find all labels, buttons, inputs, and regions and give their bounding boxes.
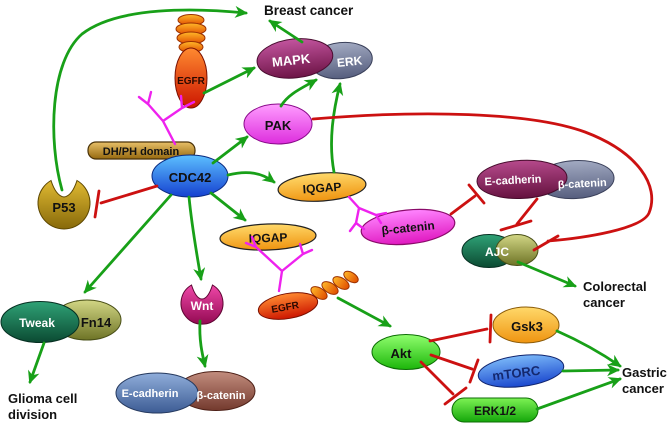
node-beta-catenin-bottom-label: β-catenin bbox=[197, 390, 246, 402]
arrow-cdc42-pak bbox=[211, 135, 249, 165]
label-breast-cancer: Breast cancer bbox=[264, 3, 354, 18]
node-e-cadherin-bottom-label: E-cadherin bbox=[122, 388, 179, 400]
label-gastric-cancer-line2: cancer bbox=[622, 381, 664, 396]
node-ajc: AJC bbox=[461, 234, 539, 268]
node-egfr-top: EGFR bbox=[174, 14, 208, 109]
arrow-ajc-colorectal bbox=[516, 260, 577, 288]
node-egfr-top-label: EGFR bbox=[177, 76, 206, 87]
arrow-cdc42-wnt bbox=[187, 195, 206, 281]
node-beta-catenin-free: β-catenin bbox=[360, 208, 456, 246]
arrow-erk12-gastric bbox=[535, 377, 622, 411]
inhibit-pak-ajc bbox=[311, 112, 654, 252]
node-tweak-label: Tweak bbox=[19, 316, 55, 330]
linker-iqgap-egfr bbox=[244, 235, 314, 293]
node-akt-label: Akt bbox=[391, 346, 413, 361]
inhibit-akt-mtorc bbox=[429, 353, 480, 384]
linker-iqgap-bcatenin bbox=[347, 195, 388, 233]
node-iqgap-lower: IQGAP bbox=[219, 223, 317, 251]
arrow-cdc42-iqgap-upper bbox=[226, 170, 276, 184]
node-p53-label: P53 bbox=[52, 200, 75, 215]
linker-dhph-egfr bbox=[137, 90, 196, 146]
inhibit-bcatenin-ecadherin bbox=[449, 183, 486, 216]
inhibit-ecadherin-ajc bbox=[499, 197, 539, 232]
node-erk-label: ERK bbox=[336, 53, 363, 70]
arrow-mapk-breast-cancer bbox=[268, 19, 304, 44]
node-iqgap-upper: IQGAP bbox=[277, 172, 367, 202]
node-e-cadherin-top-label: E-cadherin bbox=[484, 173, 542, 188]
node-tweak-fn14: Tweak Fn14 bbox=[0, 299, 122, 343]
node-fn14-label: Fn14 bbox=[81, 315, 112, 330]
node-akt: Akt bbox=[371, 334, 441, 370]
node-ecadherin-bcatenin-bottom: E-cadherin β-catenin bbox=[115, 371, 256, 414]
arrow-egfr-mapk bbox=[202, 66, 256, 95]
node-cdc42-label: CDC42 bbox=[169, 170, 212, 185]
arrow-pak-erk bbox=[279, 78, 318, 108]
node-erk12: ERK1/2 bbox=[451, 397, 539, 423]
inhibit-akt-erk12 bbox=[419, 360, 468, 406]
node-iqgap-upper-label: IQGAP bbox=[302, 180, 342, 197]
node-beta-catenin-top-label: β-catenin bbox=[558, 177, 608, 192]
binding-linkers bbox=[137, 90, 388, 293]
node-gsk3: Gsk3 bbox=[492, 306, 560, 344]
node-dhph-domain: DH/PH domain bbox=[87, 141, 196, 160]
label-colorectal-cancer-line1: Colorectal bbox=[583, 279, 647, 294]
node-mapk-erk: MAPK ERK bbox=[256, 38, 373, 80]
node-mtorc-label: mTORC bbox=[491, 363, 541, 384]
arrow-iqgap-erk bbox=[330, 82, 344, 174]
node-pak-label: PAK bbox=[265, 118, 292, 133]
arrow-tweak-glioma bbox=[28, 341, 46, 384]
node-egfr-mid-label: EGFR bbox=[271, 300, 301, 316]
node-mapk-label: MAPK bbox=[271, 51, 311, 70]
arrow-egfr-akt bbox=[336, 296, 392, 328]
label-glioma-division-line2: division bbox=[8, 407, 57, 422]
arrow-gsk3-gastric bbox=[555, 329, 622, 368]
inhibition-lines bbox=[93, 112, 654, 406]
arrow-cdc42-tweak bbox=[83, 193, 173, 294]
node-mtorc: mTORC bbox=[477, 354, 565, 388]
node-iqgap-lower-label: IQGAP bbox=[248, 230, 287, 245]
node-ajc-label: AJC bbox=[485, 245, 509, 259]
label-colorectal-cancer-line2: cancer bbox=[583, 295, 625, 310]
node-egfr-mid: EGFR bbox=[257, 270, 359, 320]
node-beta-catenin-free-label: β-catenin bbox=[381, 218, 436, 237]
node-erk12-label: ERK1/2 bbox=[474, 404, 516, 418]
node-p53: P53 bbox=[37, 179, 91, 230]
node-wnt: Wnt bbox=[180, 284, 224, 325]
inhibit-akt-gsk3 bbox=[428, 313, 493, 344]
arrow-wnt-ecadherin bbox=[196, 319, 209, 368]
node-dhph-domain-label: DH/PH domain bbox=[103, 146, 180, 158]
label-glioma-division-line1: Glioma cell bbox=[8, 391, 77, 406]
node-ecadherin-bcatenin-top: E-cadherin β-catenin bbox=[476, 159, 615, 200]
arrow-cdc42-iqgap-lower bbox=[209, 191, 247, 222]
arrow-mtorc-gastric bbox=[561, 364, 620, 377]
node-wnt-label: Wnt bbox=[191, 299, 214, 313]
arrow-p53-breast-cancer bbox=[52, 5, 248, 192]
node-gsk3-label: Gsk3 bbox=[511, 319, 543, 334]
activation-arrows bbox=[28, 5, 622, 411]
node-pak: PAK bbox=[243, 103, 313, 145]
inhibit-cdc42-p53 bbox=[93, 184, 159, 219]
label-gastric-cancer-line1: Gastric bbox=[622, 365, 667, 380]
